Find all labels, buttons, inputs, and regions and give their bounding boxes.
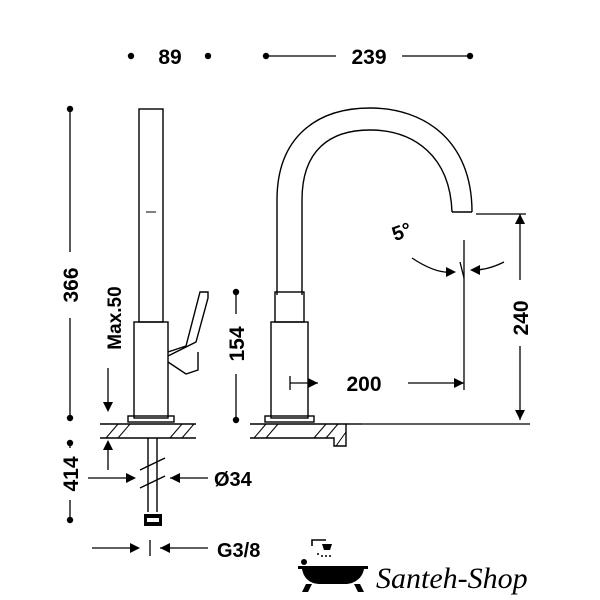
dimension-max-deck-label: Max.50 — [105, 286, 126, 349]
dimension-hole-diameter-label: Ø34 — [214, 469, 253, 491]
dimension-lever-height: 154 — [226, 288, 249, 424]
brand-logo: Santeh-Shop — [298, 539, 528, 595]
dimension-width-side: 89 — [127, 46, 212, 69]
faucet-front-view — [264, 107, 473, 423]
dimension-spout-offset-label: 200 — [346, 373, 381, 396]
brand-name: Santeh-Shop — [376, 562, 528, 595]
dimension-thread-label: G3/8 — [217, 540, 260, 562]
dimension-width-side-label: 89 — [158, 46, 181, 69]
dimension-total-height-label: 366 — [60, 267, 83, 302]
dimension-hole-diameter: Ø34 — [88, 469, 253, 491]
dimension-total-height: 366 — [60, 105, 83, 422]
dimension-reach-label: 239 — [351, 46, 386, 69]
dimension-reach: 239 — [262, 46, 474, 69]
dimension-angle-label: 5° — [389, 219, 414, 246]
faucet-side-view — [127, 108, 209, 526]
deck-left — [100, 423, 196, 439]
dimension-angle: 5° — [389, 219, 505, 279]
dimension-lever-height-label: 154 — [226, 326, 249, 361]
dimension-thread: G3/8 — [92, 540, 260, 562]
dimension-hose-length-label: 414 — [60, 456, 83, 491]
deck-right — [250, 423, 362, 447]
dimension-hose-length: 414 — [60, 439, 83, 524]
dimension-spout-offset: 200 — [289, 240, 465, 396]
bathtub-icon — [298, 539, 368, 592]
dimension-spout-height: 240 — [362, 213, 533, 425]
dimension-spout-height-label: 240 — [510, 300, 533, 335]
dimension-max-deck: Max.50 — [103, 286, 126, 470]
